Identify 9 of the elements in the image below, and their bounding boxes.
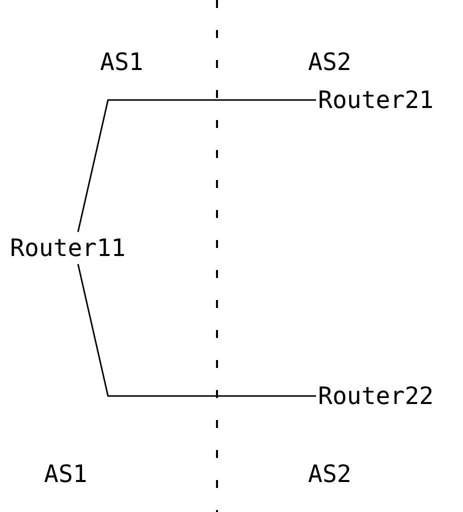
area-label: AS1: [100, 47, 144, 78]
router-label: Router22: [318, 380, 434, 412]
router-label: Router21: [318, 84, 434, 116]
area-label: AS2: [308, 459, 352, 490]
connector-line: [77, 264, 316, 397]
connector-line: [77, 99, 316, 232]
router-label: Router11: [10, 232, 126, 264]
area-label: AS1: [44, 459, 88, 490]
area-label: AS2: [308, 47, 352, 78]
